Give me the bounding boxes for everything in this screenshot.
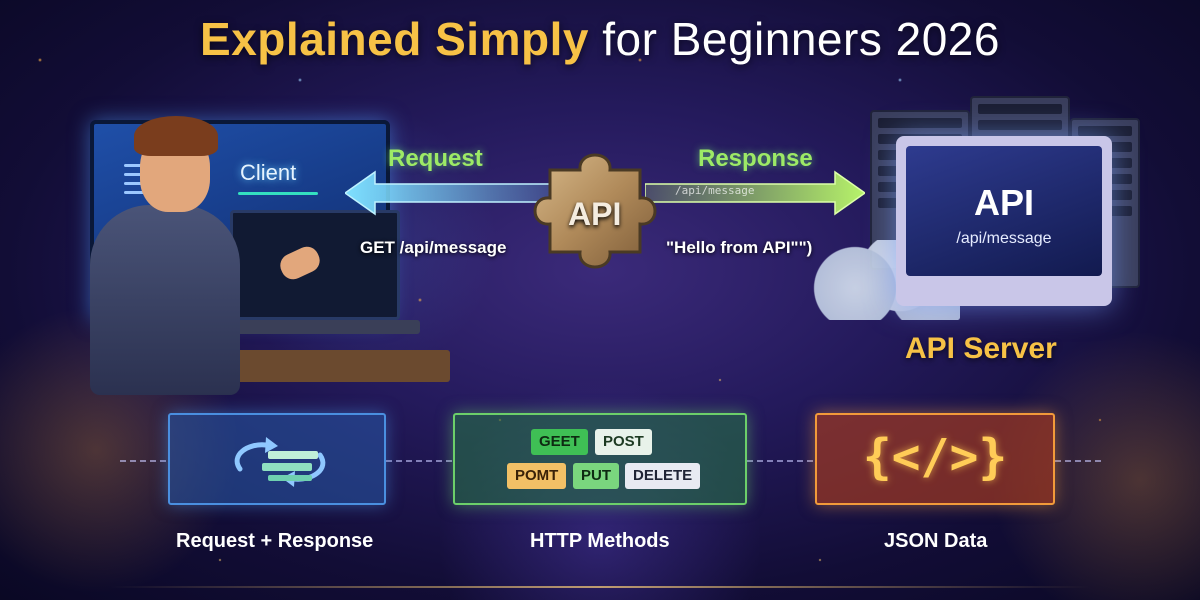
- request-response-label: Request + Response: [176, 530, 374, 552]
- request-response-icon: [234, 437, 326, 487]
- title-highlight: Explained Simply: [200, 13, 589, 65]
- person-body: [90, 205, 240, 395]
- connector-line: [1055, 460, 1105, 462]
- page-title: Explained Simply for Beginners 2026: [0, 12, 1200, 66]
- desk: [220, 350, 450, 382]
- response-label: Response: [698, 145, 813, 172]
- connector-line: [120, 460, 168, 462]
- laptop-base: [210, 320, 420, 334]
- json-data-label: JSON Data: [884, 530, 988, 552]
- server-screen-title: API: [973, 182, 1034, 223]
- method-badge-put: PUT: [573, 463, 619, 489]
- api-puzzle-label: API: [568, 196, 622, 232]
- arrow-ghost-text: /api/message: [675, 184, 755, 197]
- http-methods-label: HTTP Methods: [530, 530, 670, 552]
- menu-lines-icon: [124, 164, 150, 200]
- client-illustration: Client: [70, 110, 450, 400]
- response-payload: "Hello from API""): [666, 238, 813, 257]
- method-badge-post: POST: [595, 429, 652, 455]
- method-badge-pomt: POMT: [507, 463, 567, 489]
- connector-line: [386, 460, 453, 462]
- method-badge-geet: GEET: [531, 429, 588, 455]
- connector-line: [747, 460, 815, 462]
- api-server-label: API Server: [905, 332, 1057, 365]
- request-response-card: [168, 413, 386, 505]
- method-badge-delete: DELETE: [625, 463, 701, 489]
- person-hair: [134, 116, 218, 156]
- request-label: Request: [388, 145, 483, 172]
- client-underline: [238, 192, 318, 195]
- api-puzzle-icon: [533, 153, 657, 269]
- http-methods-card: GEET POST POMT PUT DELETE: [453, 413, 747, 505]
- title-rest: for Beginners 2026: [588, 13, 1000, 65]
- request-arrow: [345, 170, 555, 216]
- server-screen-path: /api/message: [956, 230, 1052, 247]
- server-screen: API /api/message: [906, 146, 1102, 276]
- bottom-divider: [110, 586, 1090, 588]
- response-arrow: [645, 170, 865, 216]
- code-brackets-icon: {</>}: [862, 429, 1008, 485]
- json-data-card: {</>}: [815, 413, 1055, 505]
- request-method: GET /api/message: [360, 238, 507, 257]
- client-label: Client: [240, 160, 297, 185]
- server-monitor: API /api/message: [896, 136, 1112, 306]
- server-illustration: API /api/message: [810, 90, 1140, 330]
